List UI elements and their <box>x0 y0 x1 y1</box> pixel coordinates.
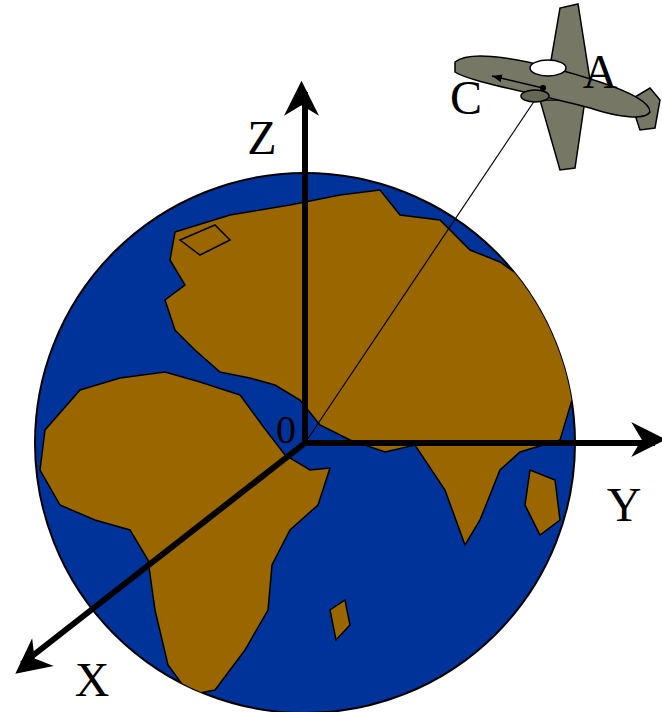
heading-vector <box>492 76 543 88</box>
airplane-canopy <box>530 60 566 76</box>
airplane-wing <box>540 100 585 170</box>
scandinavia <box>180 225 230 255</box>
madagascar <box>330 600 350 640</box>
islands <box>525 470 560 535</box>
axis-label: Z <box>247 114 276 162</box>
airplane <box>455 4 660 170</box>
point-label: A <box>583 48 618 96</box>
point-label: C <box>450 74 482 122</box>
airplane-body <box>455 56 650 117</box>
y-axis <box>305 440 655 446</box>
axis-label: X <box>75 656 110 704</box>
x-axis <box>22 443 305 664</box>
position-vector <box>305 88 543 443</box>
origin-label: 0 <box>276 410 296 450</box>
airplane-engine <box>521 90 549 102</box>
axis-label: Y <box>607 481 642 529</box>
point-a <box>540 85 546 91</box>
z-axis <box>302 92 308 443</box>
